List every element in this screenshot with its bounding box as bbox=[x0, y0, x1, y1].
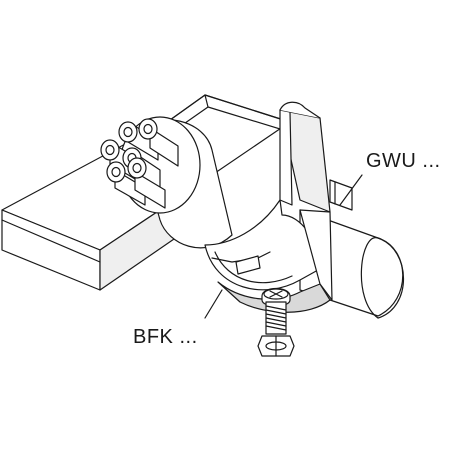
gwu-label: GWU ... bbox=[366, 150, 441, 172]
wire bbox=[139, 119, 178, 166]
screw bbox=[258, 289, 294, 357]
cable-bundle bbox=[101, 117, 232, 248]
clamp-strap bbox=[205, 102, 352, 312]
bfk-label: BFK ... bbox=[133, 326, 198, 348]
gwu-leader-line bbox=[340, 175, 362, 205]
wire bbox=[128, 158, 165, 208]
bfk-leader-line bbox=[205, 290, 222, 318]
wire bbox=[107, 162, 145, 205]
